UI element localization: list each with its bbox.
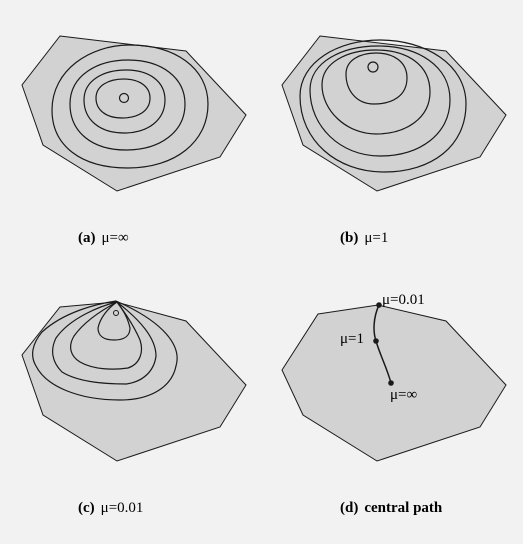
feasible-region-b	[281, 35, 507, 192]
level-curve-b-4	[345, 52, 408, 105]
path-label-mu-001: μ=0.01	[382, 292, 425, 308]
panel-c-diagram	[21, 300, 247, 462]
caption-tag-c: (c)	[78, 500, 95, 516]
caption-tag-b: (b)	[340, 230, 359, 246]
level-curve-b-3	[321, 49, 431, 135]
caption-panel-d: (d) central path	[340, 500, 442, 517]
level-curve-c-4	[97, 301, 131, 341]
feasible-region-c	[21, 301, 247, 462]
path-point-mu-001	[376, 302, 382, 308]
caption-panel-b: (b) μ=1	[340, 230, 388, 247]
caption-tag-d: (d)	[340, 500, 359, 516]
level-curve-a-2	[69, 59, 186, 151]
path-label-mu-inf: μ=∞	[390, 387, 418, 403]
analytic-center-b	[367, 61, 379, 73]
level-curve-c-2	[52, 301, 157, 385]
caption-panel-c: (c) μ=0.01	[78, 500, 143, 517]
level-curve-c-1	[32, 300, 178, 401]
feasible-region-d	[281, 304, 507, 462]
level-curve-a-1	[51, 44, 209, 169]
caption-text-c: μ=0.01	[100, 500, 144, 516]
level-curve-b-2	[309, 45, 451, 157]
level-curve-c-3	[70, 301, 143, 370]
analytic-center-a	[118, 92, 130, 104]
level-curve-b-1	[299, 39, 467, 173]
path-point-mu-inf	[388, 380, 394, 386]
analytic-center-c	[113, 310, 119, 316]
caption-text-b: μ=1	[364, 230, 389, 246]
path-label-mu-1: μ=1	[340, 331, 365, 347]
level-curve-a-4	[95, 78, 151, 119]
caption-panel-a: (a) μ=∞	[78, 230, 129, 247]
caption-text-d: central path	[364, 500, 443, 516]
caption-tag-a: (a)	[78, 230, 96, 246]
path-point-mu-1	[373, 338, 379, 344]
panel-d-diagram	[281, 302, 507, 462]
panel-a-diagram	[21, 35, 247, 192]
panel-b-diagram	[281, 35, 507, 192]
feasible-region-a	[21, 35, 247, 192]
level-curve-a-3	[83, 69, 166, 134]
caption-text-a: μ=∞	[101, 230, 129, 246]
